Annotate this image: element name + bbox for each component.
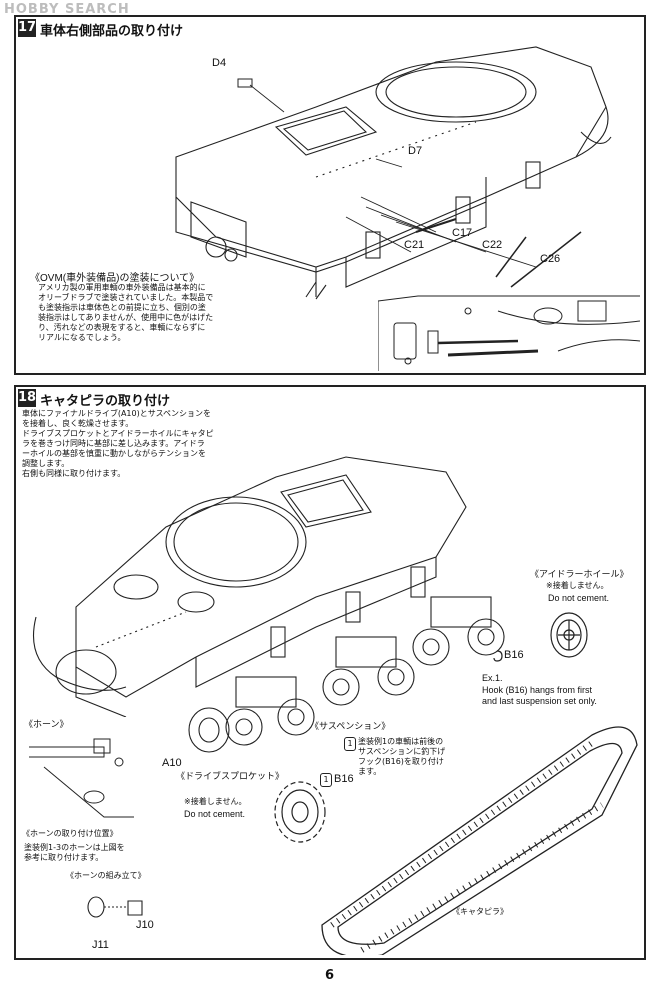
part-c26-label: C26 <box>540 253 561 265</box>
suspension-hook-note: 塗装例1の車輌は前後の サスペンションに釣下げ フック(B16)を取り付け ます… <box>358 737 446 776</box>
idler-wheel-icon <box>550 612 588 658</box>
hook-b16-top-label: B16 <box>504 649 524 661</box>
ovm-detail-illustration <box>378 295 640 371</box>
step-18-number: 18 <box>18 389 37 407</box>
ovm-heading: 《OVM(車外装備品)の塗装について》 <box>30 273 200 284</box>
ex1-text: Hook (B16) hangs from first and last sus… <box>482 685 597 706</box>
idler-wheel-label: 《アイドラーホイール》 <box>530 569 629 579</box>
step-18-intro: 車体にファイナルドライブ(A10)とサスペンションを を接着し、良く乾燥させます… <box>22 409 214 478</box>
idler-note-en: Do not cement. <box>548 593 610 603</box>
track-label: 《キャタピラ》 <box>452 907 508 916</box>
part-c22-label: C22 <box>482 239 503 251</box>
step-17-panel: 17 車体右側部品の取り付け <box>14 15 646 375</box>
hull-side-illustration <box>175 46 612 300</box>
drive-sprocket-icon <box>274 781 326 843</box>
part-j11-label: J11 <box>92 939 109 951</box>
sprocket-note-jp: ※接着しません。 <box>184 797 247 806</box>
ovm-text: アメリカ製の軍用車輌の車外装備品は基本的に オリーブドラブで塗装されていました。… <box>38 283 214 342</box>
horn-assembly-illustration <box>87 896 143 918</box>
part-d7-label: D7 <box>408 145 423 157</box>
idler-note-jp: ※接着しません。 <box>546 581 609 590</box>
sprocket-note-en: Do not cement. <box>184 809 246 819</box>
horn-label: 《ホーン》 <box>24 719 69 729</box>
horn-position-illustration <box>29 738 134 818</box>
part-c21-label: C21 <box>404 239 425 251</box>
part-j10-label: J10 <box>136 919 154 931</box>
page-number: 6 <box>324 968 335 983</box>
suspension-units <box>225 596 505 746</box>
horn-position-label: 《ホーンの取り付け位置》 <box>22 829 118 838</box>
step-18-title: キャタピラの取り付け <box>40 394 171 409</box>
hull-track-illustration <box>32 456 467 717</box>
part-d4-label: D4 <box>212 57 227 69</box>
track-illustration <box>321 726 638 955</box>
sprocket-label: 《ドライブスプロケット》 <box>176 771 285 781</box>
final-drive-a10-icon <box>188 707 230 753</box>
horn-position-text: 塗装例1-3のホーンは上図を 参考に取り付けます。 <box>24 843 125 862</box>
step-17-title: 車体右側部品の取り付け <box>40 24 184 39</box>
watermark: HOBBY SEARCH <box>4 2 130 17</box>
hook-b16-top-icon <box>493 650 503 662</box>
note-b16-bottom-icon: 1 <box>320 773 332 787</box>
ex1-label: Ex.1. <box>482 673 503 683</box>
part-c17-label: C17 <box>452 227 473 239</box>
step-18-panel: 18 キャタピラの取り付け 車体にファイナルドライブ(A10)とサスペンションを… <box>14 385 646 960</box>
hook-b16-bottom-label: B16 <box>334 773 354 785</box>
part-a10-label: A10 <box>162 757 182 769</box>
step-17-number: 17 <box>18 19 37 37</box>
suspension-label: 《サスペンション》 <box>310 721 391 731</box>
note-b16-number-icon: 1 <box>344 737 356 751</box>
horn-assembly-label: 《ホーンの組み立て》 <box>66 871 146 880</box>
